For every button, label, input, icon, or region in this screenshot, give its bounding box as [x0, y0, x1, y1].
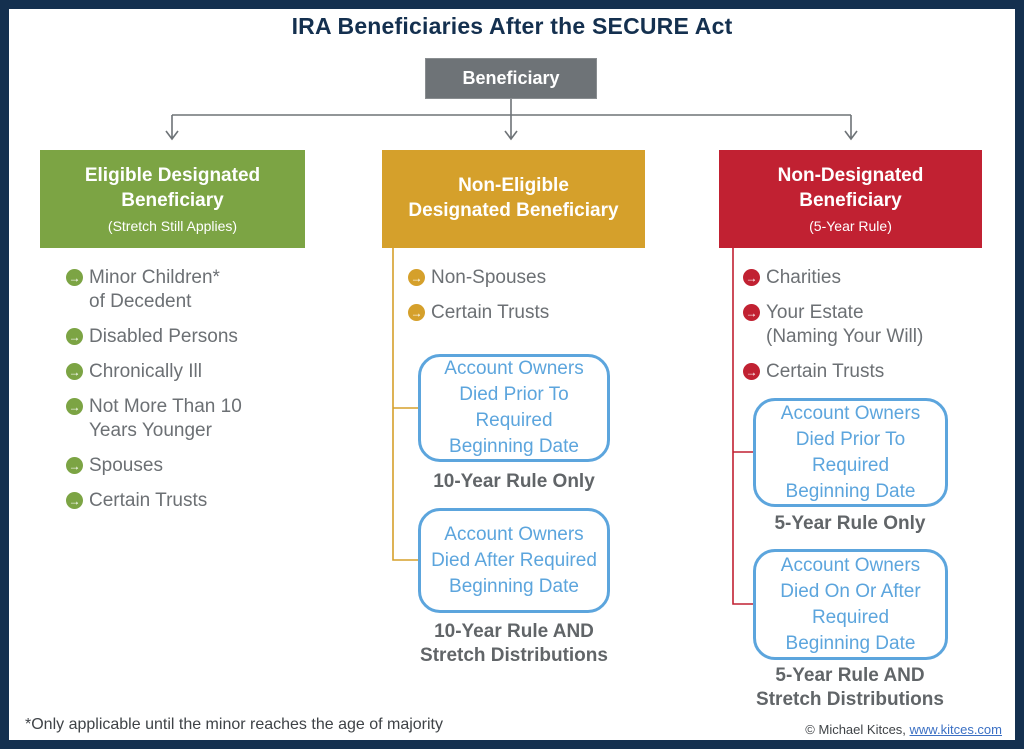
- red-arrow-bullet-icon: →: [743, 304, 760, 321]
- list-item: → Spouses: [66, 454, 242, 478]
- header-title: Non-Designated Beneficiary: [777, 164, 924, 211]
- list-item-text: Minor Children* of Decedent: [89, 267, 220, 312]
- copyright-text: © Michael Kitces,: [805, 722, 910, 737]
- header-title: Non-Eligible Designated Beneficiary: [408, 175, 619, 221]
- header-non-designated-beneficiary: Non-Designated Beneficiary (5-Year Rule): [719, 150, 982, 248]
- non-designated-beneficiary-list: → Charities → Your Estate (Naming Your W…: [743, 266, 923, 395]
- list-item-text: Certain Trusts: [431, 302, 550, 323]
- page-title: IRA Beneficiaries After the SECURE Act: [291, 13, 733, 39]
- list-item-text: Chronically Ill: [89, 361, 202, 382]
- outcome-condition-text: Account Owners Died Prior To Required Be…: [780, 402, 921, 502]
- list-item: → Certain Trusts: [743, 360, 923, 384]
- list-item-text: Your Estate (Naming Your Will): [766, 302, 924, 347]
- list-item: → Not More Than 10 Years Younger: [66, 395, 242, 443]
- green-arrow-bullet-icon: →: [66, 492, 83, 509]
- list-item: → Certain Trusts: [408, 301, 549, 325]
- green-arrow-bullet-icon: →: [66, 398, 83, 415]
- header-non-eligible-designated-beneficiary: Non-Eligible Designated Beneficiary: [382, 150, 645, 248]
- minor-age-footnote: *Only applicable until the minor reaches…: [25, 716, 443, 733]
- header-eligible-designated-beneficiary: Eligible Designated Beneficiary (Stretch…: [40, 150, 305, 248]
- rule-label-5-year-only: 5-Year Rule Only: [774, 513, 926, 534]
- kitces-link[interactable]: www.kitces.com: [909, 722, 1002, 737]
- tree-arrow-center: [504, 115, 518, 141]
- tree-arrow-right: [844, 115, 858, 141]
- header-title: Eligible Designated Beneficiary: [84, 164, 261, 211]
- outcome-condition-text: Account Owners Died On Or After Required…: [780, 554, 921, 654]
- header-subtitle: (5-Year Rule): [809, 218, 892, 235]
- list-item: → Non-Spouses: [408, 266, 549, 290]
- list-item-text: Certain Trusts: [766, 361, 885, 382]
- green-arrow-bullet-icon: →: [66, 457, 83, 474]
- list-item: → Charities: [743, 266, 923, 290]
- outcome-box-died-prior-rbd-5yr: Account Owners Died Prior To Required Be…: [753, 398, 948, 507]
- red-arrow-bullet-icon: →: [743, 269, 760, 286]
- list-item: → Minor Children* of Decedent: [66, 266, 242, 314]
- outcome-box-died-after-rbd-10yr: Account Owners Died After Required Begin…: [418, 508, 610, 613]
- gold-connector-line: [392, 248, 420, 561]
- rule-label-10-year-and-stretch: 10-Year Rule AND Stretch Distributions: [420, 621, 608, 666]
- red-connector-line: [732, 248, 755, 605]
- list-item: → Chronically Ill: [66, 360, 242, 384]
- list-item-text: Disabled Persons: [89, 326, 238, 347]
- green-arrow-bullet-icon: →: [66, 363, 83, 380]
- gold-arrow-bullet-icon: →: [408, 304, 425, 321]
- green-arrow-bullet-icon: →: [66, 328, 83, 345]
- non-eligible-beneficiary-list: → Non-Spouses → Certain Trusts: [408, 266, 549, 336]
- list-item: → Disabled Persons: [66, 325, 242, 349]
- list-item-text: Spouses: [89, 455, 163, 476]
- list-item-text: Non-Spouses: [431, 267, 547, 288]
- list-item-text: Certain Trusts: [89, 490, 208, 511]
- tree-arrow-left: [165, 115, 179, 141]
- tree-trunk-line: [172, 99, 851, 116]
- green-arrow-bullet-icon: →: [66, 269, 83, 286]
- outcome-condition-text: Account Owners Died After Required Begin…: [431, 523, 597, 597]
- outcome-condition-text: Account Owners Died Prior To Required Be…: [444, 358, 584, 457]
- beneficiary-root-box: Beneficiary: [425, 58, 597, 99]
- red-arrow-bullet-icon: →: [743, 363, 760, 380]
- list-item-text: Charities: [766, 267, 841, 288]
- rule-label-10-year-only: 10-Year Rule Only: [433, 471, 595, 492]
- rule-label-5-year-and-stretch: 5-Year Rule AND Stretch Distributions: [756, 665, 944, 710]
- eligible-beneficiary-list: → Minor Children* of Decedent → Disabled…: [66, 266, 242, 524]
- list-item: → Your Estate (Naming Your Will): [743, 301, 923, 349]
- header-subtitle: (Stretch Still Applies): [107, 218, 238, 235]
- outcome-box-died-on-after-rbd-5yr: Account Owners Died On Or After Required…: [753, 549, 948, 660]
- outcome-box-died-prior-rbd-10yr: Account Owners Died Prior To Required Be…: [418, 354, 610, 462]
- beneficiary-root-label: Beneficiary: [462, 68, 560, 88]
- gold-arrow-bullet-icon: →: [408, 269, 425, 286]
- list-item: → Certain Trusts: [66, 489, 242, 513]
- list-item-text: Not More Than 10 Years Younger: [89, 396, 242, 441]
- copyright-credit: © Michael Kitces, www.kitces.com: [805, 722, 1002, 737]
